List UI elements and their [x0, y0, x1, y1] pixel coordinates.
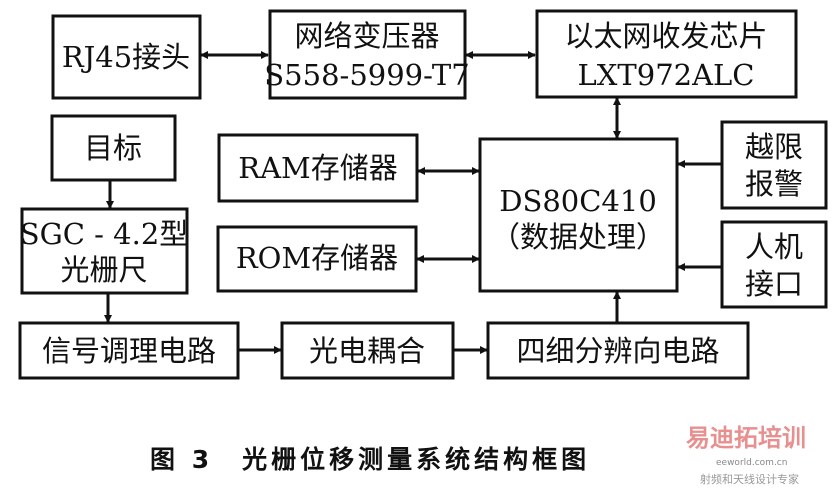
watermark-sub: 射频和天线设计专家	[700, 472, 799, 486]
block-alarm-line2: 报警	[745, 167, 803, 201]
block-transformer-model: S558-5999-T7	[264, 58, 469, 92]
block-mcu-label: DS80C410	[499, 184, 657, 218]
block-target-label: 目标	[84, 131, 142, 165]
block-phy-label: 以太网收发芯片	[564, 19, 767, 53]
block-optocoupler: 光电耦合	[280, 321, 455, 380]
block-target: 目标	[50, 114, 177, 182]
block-grating: SGC - 4.2型 光栅尺	[20, 207, 189, 295]
block-signal-label: 信号调理电路	[42, 334, 216, 368]
block-ethernet-phy: 以太网收发芯片 LXT972ALC	[535, 9, 798, 99]
block-rj45: RJ45接头	[51, 14, 202, 100]
block-network-transformer: 网络变压器 S558-5999-T7	[264, 9, 470, 100]
block-mcu-sublabel: （数据处理）	[491, 220, 665, 254]
watermark-logo: 易迪拓培训 eeworld.com.cn 射频和天线设计专家	[686, 424, 806, 486]
block-quad-label: 四细分辨向电路	[516, 334, 719, 368]
block-rj45-label: RJ45接头	[62, 40, 190, 74]
block-grating-line2: 光栅尺	[60, 253, 147, 287]
block-mcu: DS80C410 （数据处理）	[478, 137, 679, 293]
block-hmi: 人机 接口	[720, 220, 828, 309]
block-quad-direction: 四细分辨向电路	[486, 321, 750, 380]
block-alarm-line1: 越限	[745, 130, 803, 164]
block-hmi-line1: 人机	[745, 230, 803, 264]
block-transformer-label: 网络变压器	[294, 19, 439, 53]
block-ram: RAM存储器	[217, 133, 419, 203]
block-grating-line1: SGC - 4.2型	[20, 217, 189, 251]
watermark-title: 易迪拓培训	[686, 424, 806, 452]
block-phy-model: LXT972ALC	[578, 58, 755, 92]
block-rom: ROM存储器	[216, 225, 418, 293]
block-alarm: 越限 报警	[720, 120, 828, 210]
block-rom-label: ROM存储器	[236, 241, 398, 275]
block-ram-label: RAM存储器	[238, 151, 397, 185]
block-signal-conditioning: 信号调理电路	[18, 321, 240, 380]
block-hmi-line2: 接口	[745, 267, 803, 301]
figure-caption: 图 3 光栅位移测量系统结构框图	[150, 445, 590, 474]
block-opto-label: 光电耦合	[309, 334, 425, 368]
watermark-site: eeworld.com.cn	[716, 458, 787, 468]
